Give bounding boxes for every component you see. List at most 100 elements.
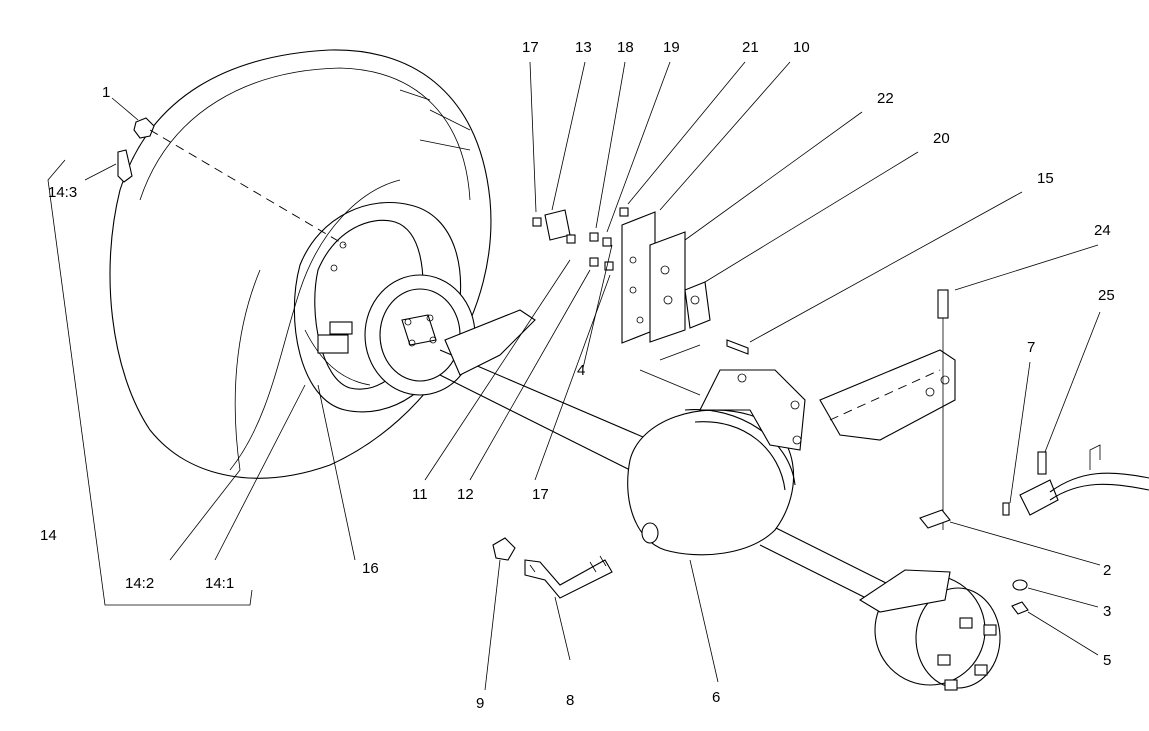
tire-group-bracket	[47, 159, 253, 606]
wheel-stud	[944, 679, 958, 691]
spacer-13	[544, 209, 571, 241]
bracket-hidden-line	[829, 369, 941, 421]
callout-17-top: 17	[522, 39, 539, 56]
callout-24: 24	[1094, 222, 1111, 239]
nut-12	[589, 257, 599, 267]
nut-18	[589, 232, 599, 242]
bracket-hole	[792, 435, 802, 445]
tire-inner-bead	[234, 269, 261, 471]
callout-17-bottom: 17	[532, 486, 549, 503]
nut-17b	[604, 261, 614, 271]
bracket-hole	[790, 400, 800, 410]
nut-5	[1011, 601, 1029, 615]
axle-assembly	[439, 309, 1001, 691]
wheel-stud	[983, 624, 997, 636]
wheel-stud	[974, 664, 988, 676]
plate-10	[649, 231, 686, 343]
callout-labels: 1 14:3 14 14:2 14:1 16 17 13 18 19 21 10…	[40, 39, 1115, 712]
rim-bolt-hole	[330, 264, 338, 272]
block-hole	[690, 295, 700, 305]
cable-line-2	[1049, 483, 1149, 501]
wheel-stud	[959, 617, 973, 629]
rim-valve-cutout	[317, 334, 349, 354]
tube-8	[524, 559, 613, 599]
washer-11	[566, 234, 576, 244]
clevis	[1019, 479, 1059, 516]
callout-14-3: 14:3	[48, 184, 77, 201]
callout-21: 21	[742, 39, 759, 56]
valve-stem	[117, 149, 133, 183]
rim-bolt-hole	[339, 241, 347, 249]
clip-2	[919, 509, 951, 529]
callout-8: 8	[566, 692, 574, 709]
cable-line-1	[1049, 472, 1149, 493]
bracket-hole	[925, 387, 935, 397]
cable-assembly	[1002, 444, 1149, 516]
cap-9	[492, 537, 516, 561]
hub-bolt	[426, 314, 434, 322]
alignment-dash-1	[149, 129, 346, 246]
callout-5: 5	[1103, 652, 1111, 669]
callout-18: 18	[617, 39, 634, 56]
callout-7: 7	[1027, 339, 1035, 356]
right-hub-bracket	[858, 569, 951, 613]
pin-25	[1037, 451, 1047, 475]
callout-14: 14	[40, 527, 57, 544]
callout-13: 13	[575, 39, 592, 56]
plate-hole	[663, 295, 673, 305]
wheel-studs	[937, 617, 997, 691]
block-20	[684, 281, 711, 329]
plate-hole	[636, 316, 644, 324]
plate-hole	[629, 286, 637, 294]
callout-14-2: 14:2	[125, 575, 154, 592]
right-hub-face	[915, 587, 1001, 689]
right-bracket	[819, 289, 1029, 615]
bolt-24	[937, 289, 949, 319]
callout-19: 19	[663, 39, 680, 56]
callout-1: 1	[102, 84, 110, 101]
leader-lines	[84, 61, 1101, 691]
bracket-lower-line	[639, 344, 701, 396]
rim-slot	[329, 321, 353, 335]
tube-thread	[529, 555, 607, 573]
differential-cover-rim-2	[694, 421, 786, 491]
axle-top-bracket	[699, 369, 806, 451]
hub-flange	[364, 274, 476, 396]
plate-hole	[629, 256, 637, 264]
nut-17a	[532, 217, 542, 227]
tire-sidewall	[229, 179, 401, 471]
tire-tread-line	[139, 67, 471, 201]
callout-12: 12	[457, 486, 474, 503]
tire-tread-marks	[399, 89, 471, 151]
hub-bolt	[408, 339, 416, 347]
wheel-stud	[937, 654, 951, 666]
bracket-hole	[940, 375, 950, 385]
callout-6: 6	[712, 689, 720, 706]
callout-11: 11	[412, 486, 428, 503]
cotter-pin-7	[1002, 502, 1010, 516]
callout-9: 9	[476, 695, 484, 712]
callout-20: 20	[933, 130, 950, 147]
fill-tube	[492, 537, 613, 599]
bolt-21	[619, 207, 629, 217]
callout-3: 3	[1103, 603, 1111, 620]
axle-tube-left-bottom	[439, 374, 631, 471]
callout-15: 15	[1037, 170, 1054, 187]
axle-stub-plate	[444, 309, 536, 376]
bolt-15	[726, 339, 749, 355]
callout-10: 10	[793, 39, 810, 56]
mount-plates	[532, 207, 749, 396]
hub-bolt	[404, 318, 412, 326]
hub-bolt	[429, 336, 437, 344]
bracket-plate	[819, 349, 956, 441]
washer-3	[1012, 579, 1028, 591]
callout-25: 25	[1098, 287, 1115, 304]
nut-19	[602, 237, 612, 247]
callout-16: 16	[362, 560, 379, 577]
bracket-hole	[737, 373, 747, 383]
axle-tube-right-top	[759, 519, 901, 591]
cable-bracket	[1089, 444, 1101, 470]
lug-nut-1	[133, 117, 155, 139]
